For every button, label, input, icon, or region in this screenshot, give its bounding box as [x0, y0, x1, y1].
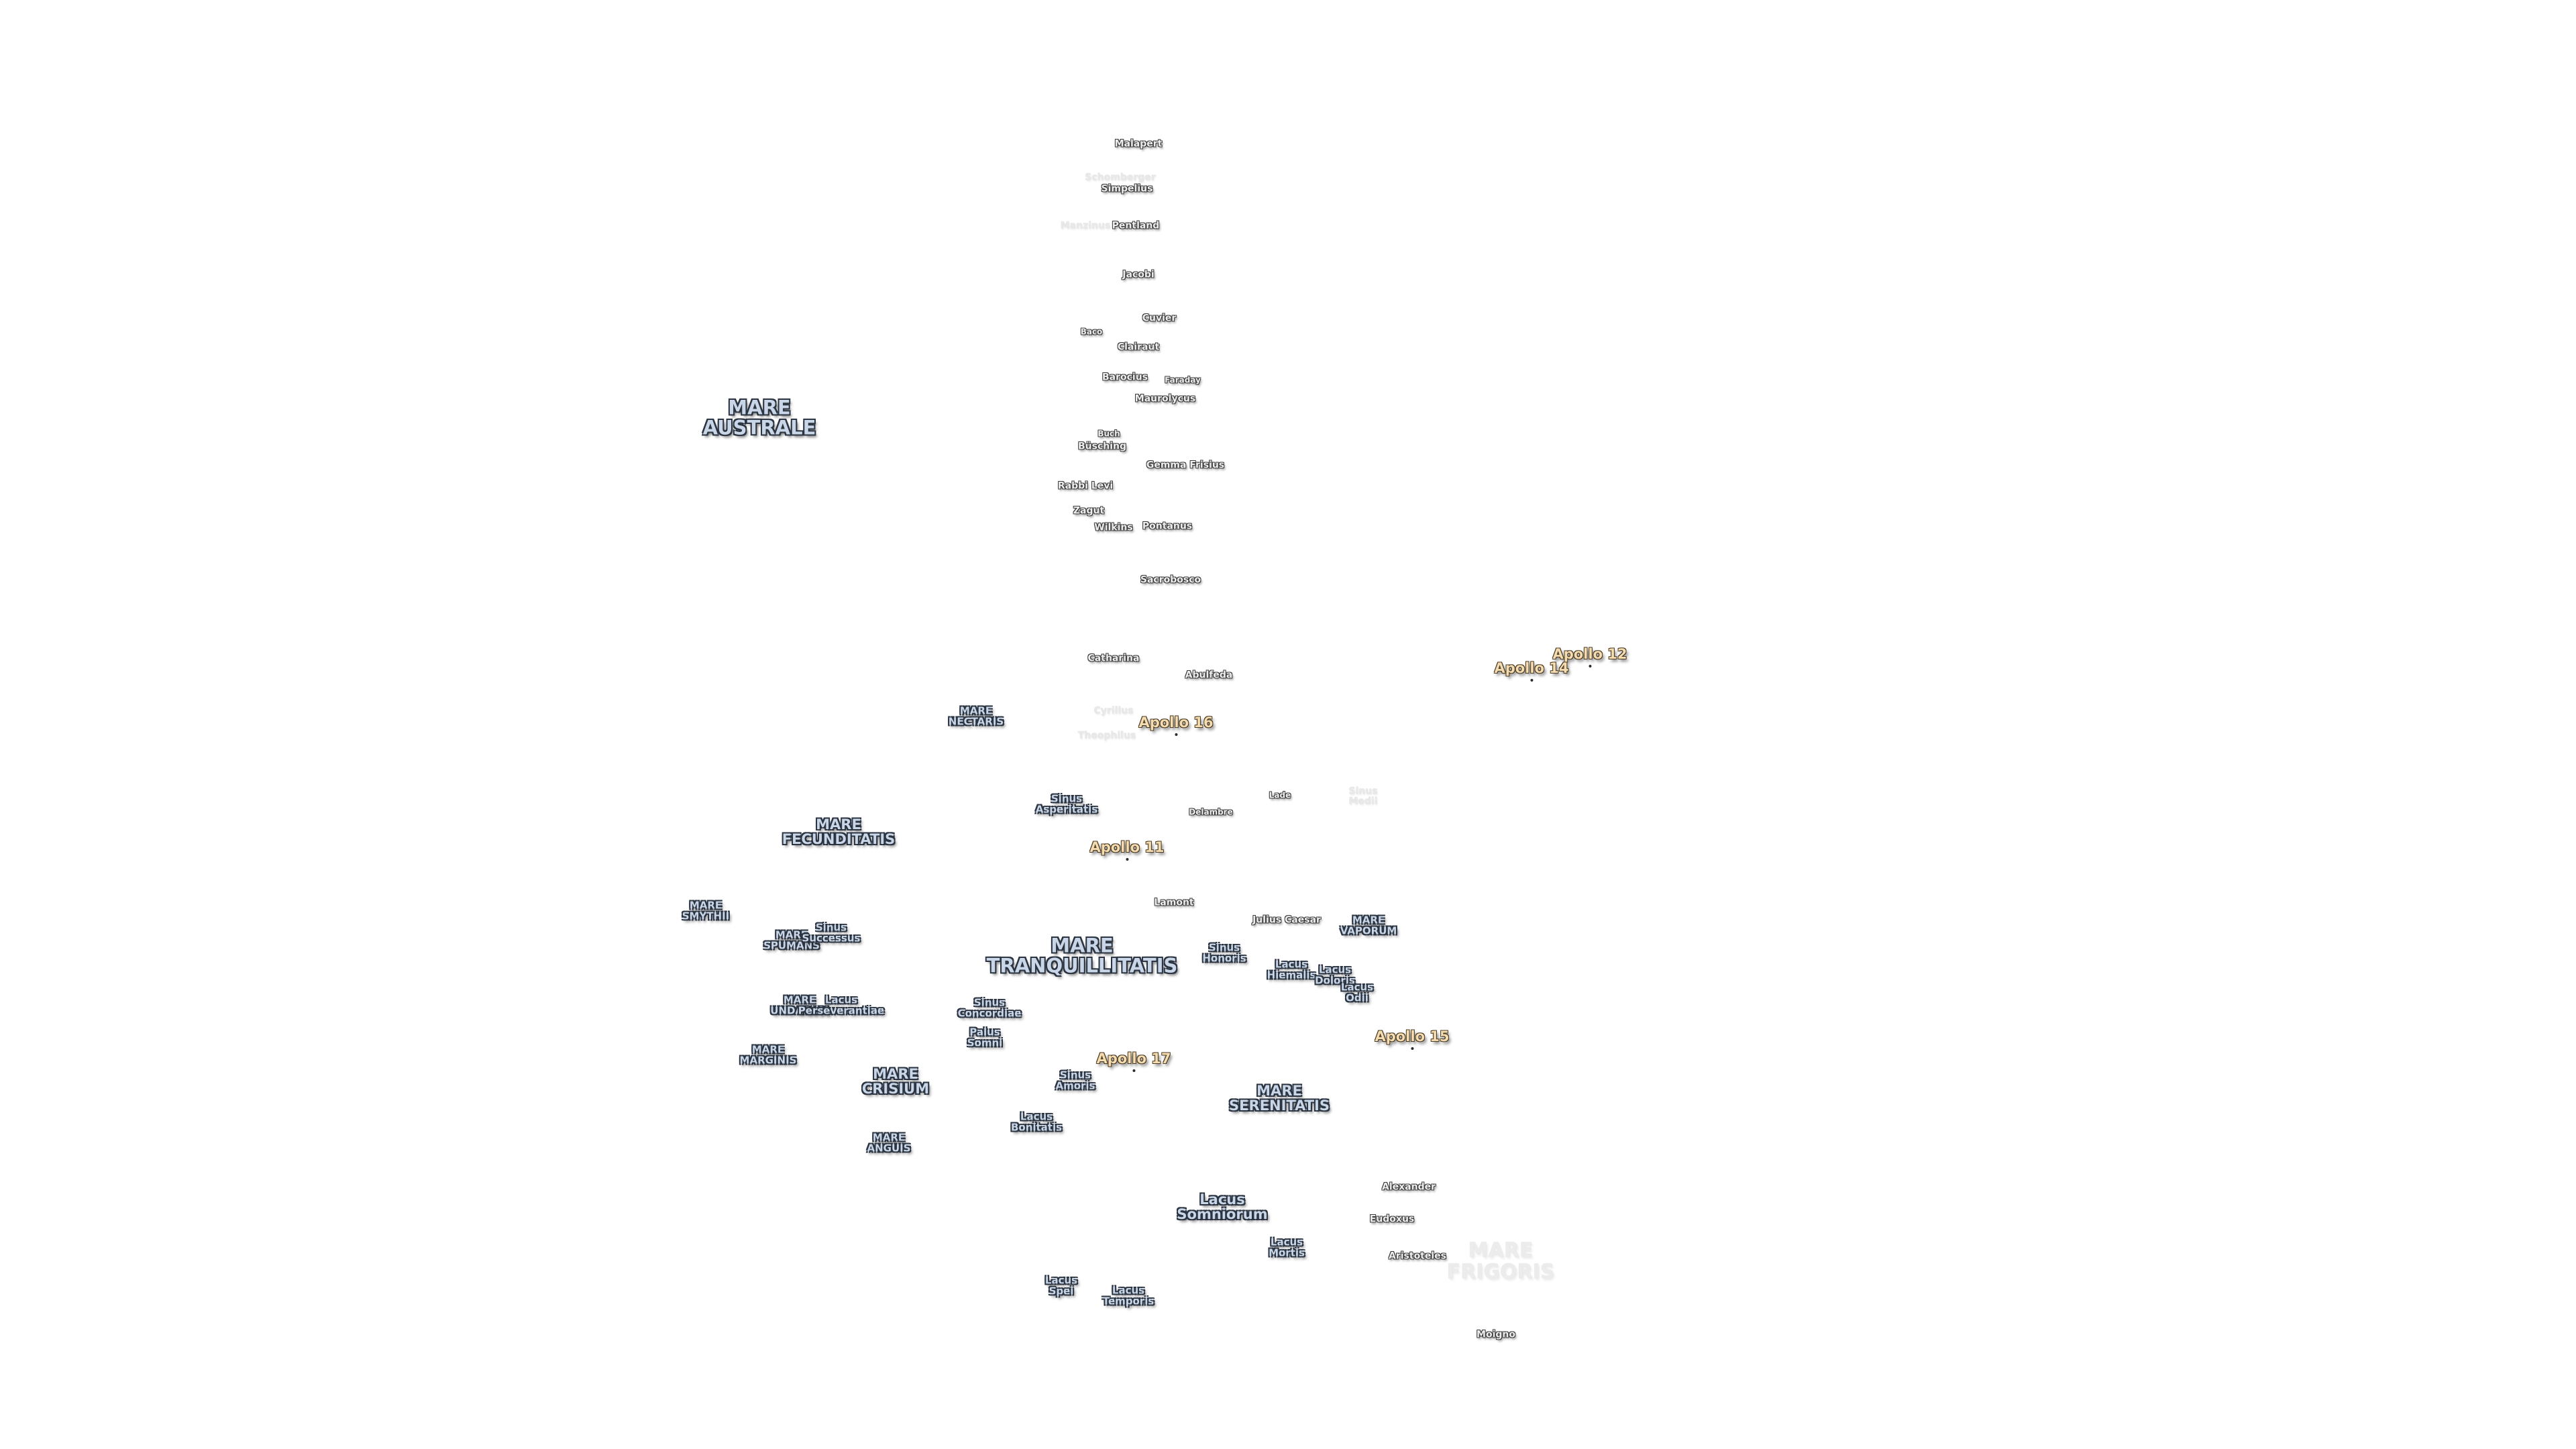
apollo-15-site[interactable]: Apollo 15: [1375, 1028, 1450, 1051]
sea-label-mare-vaporum: MARE VAPORUM: [1340, 914, 1397, 936]
sea-label-sinus-honoris: Sinus Honoris: [1202, 941, 1246, 964]
crater-label-julius-caesar: Julius Caesar: [1252, 914, 1321, 926]
crater-label-eudoxus: Eudoxus: [1369, 1214, 1415, 1225]
crater-label-faraday: Faraday: [1165, 375, 1201, 385]
apollo-16-site[interactable]: Apollo 16: [1138, 714, 1214, 737]
crater-label-buch: Buch: [1097, 429, 1120, 439]
sea-label-lacus-bonitatis: Lacus Bonitatis: [1010, 1110, 1063, 1133]
crater-label-jacobi: Jacobi: [1122, 269, 1155, 280]
sea-label-mare-smythii: MARE SMYTHII: [682, 899, 730, 922]
sea-label-mare-crisium: MARE CRISIUM: [861, 1065, 930, 1097]
crater-label-abulfeda: Abulfeda: [1185, 669, 1233, 681]
crater-label-barocius: Barocius: [1102, 372, 1148, 383]
crater-label-delambre: Delambre: [1189, 807, 1233, 817]
crater-label-alexander: Alexander: [1382, 1181, 1436, 1193]
crater-label-aristoteles: Aristoteles: [1389, 1250, 1446, 1262]
crater-label-moigno: Moigno: [1477, 1329, 1515, 1340]
apollo-12-site[interactable]: Apollo 12: [1552, 645, 1627, 668]
sea-label-mare-anguis: MARE ANGUIS: [867, 1131, 911, 1154]
sea-label-mare-tranquillitatis: MARE TRANQUILLITATIS: [986, 934, 1178, 977]
sea-label-sinus-amoris: Sinus Amoris: [1055, 1069, 1095, 1091]
sea-label-mare-undarum: MARE UNDARUM: [770, 994, 829, 1016]
sea-label-mare-spumans: MARE SPUMANS: [763, 928, 820, 951]
sea-label-mare-fecunditatis: MARE FECUNDITATIS: [782, 816, 896, 847]
apollo-17-site[interactable]: Apollo 17: [1096, 1050, 1171, 1073]
sea-label-lacus-odii: Lacus Odii: [1340, 981, 1374, 1004]
crater-label-cyrillus: Cyrillus: [1093, 705, 1134, 716]
sea-label-sinus-asperitatis: Sinus Asperitatis: [1035, 792, 1098, 815]
sea-label-lacus-temporis: Lacus Temporis: [1102, 1284, 1155, 1307]
crater-label-gemma-frisius: Gemma Frisius: [1146, 460, 1225, 471]
sea-label-sinus-medii: Sinus Medii: [1348, 786, 1378, 806]
sea-label-sinus-concordiae: Sinus Concordiae: [957, 996, 1022, 1019]
crater-label-manzinus: Manzinus: [1060, 220, 1111, 231]
apollo-14-site[interactable]: Apollo 14: [1494, 659, 1569, 682]
sea-label-lacus-hiemalis: Lacus Hiemalis: [1267, 958, 1316, 981]
sea-label-lacus-somniorum: Lacus Somniorum: [1177, 1191, 1268, 1222]
crater-label-clairaut: Clairaut: [1117, 341, 1160, 353]
sea-label-palus-somni: Palus Somni: [967, 1026, 1003, 1049]
sea-label-lacus-doloris: Lacus Doloris: [1315, 963, 1355, 986]
crater-label-catharina: Catharina: [1087, 653, 1140, 664]
sea-label-mare-marginis: MARE MARGINIS: [739, 1043, 797, 1066]
sea-label-lacus-perseverantiae: Lacus Perseverantiae: [798, 994, 885, 1016]
apollo-11-site[interactable]: Apollo 11: [1089, 839, 1165, 861]
crater-label-schomberger: Schomberger: [1085, 172, 1156, 183]
crater-label-sacrobosco: Sacrobosco: [1140, 574, 1201, 586]
crater-label-rabbi-levi: Rabbi Levi: [1057, 480, 1114, 492]
crater-label-zagut: Zagut: [1073, 505, 1105, 517]
crater-label-lamont: Lamont: [1154, 897, 1194, 908]
crater-label-malapert: Malapert: [1114, 138, 1163, 150]
crater-label-maurolycus: Maurolycus: [1134, 393, 1196, 405]
sea-label-mare-nectaris: MARE NECTARIS: [948, 704, 1004, 727]
sea-label-sinus-successus: Sinus Successus: [802, 921, 861, 944]
crater-label-simpelius: Simpelius: [1101, 183, 1153, 195]
crater-label-busching: Büsching: [1077, 441, 1127, 452]
sea-label-lacus-spei: Lacus Spei: [1044, 1274, 1078, 1297]
sea-label-lacus-mortis: Lacus Mortis: [1269, 1236, 1305, 1258]
crater-label-theophilus: Theophilus: [1077, 730, 1136, 741]
crater-label-pontanus: Pontanus: [1142, 521, 1193, 532]
crater-label-cuvier: Cuvier: [1142, 313, 1177, 324]
crater-label-lade: Lade: [1269, 790, 1291, 800]
sea-label-mare-frigoris: MARE FRIGORIS: [1446, 1238, 1555, 1283]
crater-label-wilkins: Wilkins: [1094, 522, 1133, 533]
crater-label-pentland: Pentland: [1112, 220, 1160, 231]
sea-label-mare-australe: MARE AUSTRALE: [702, 396, 816, 439]
sea-label-mare-serenitatis: MARE SERENITATIS: [1229, 1082, 1330, 1114]
crater-label-baco: Baco: [1080, 327, 1103, 337]
